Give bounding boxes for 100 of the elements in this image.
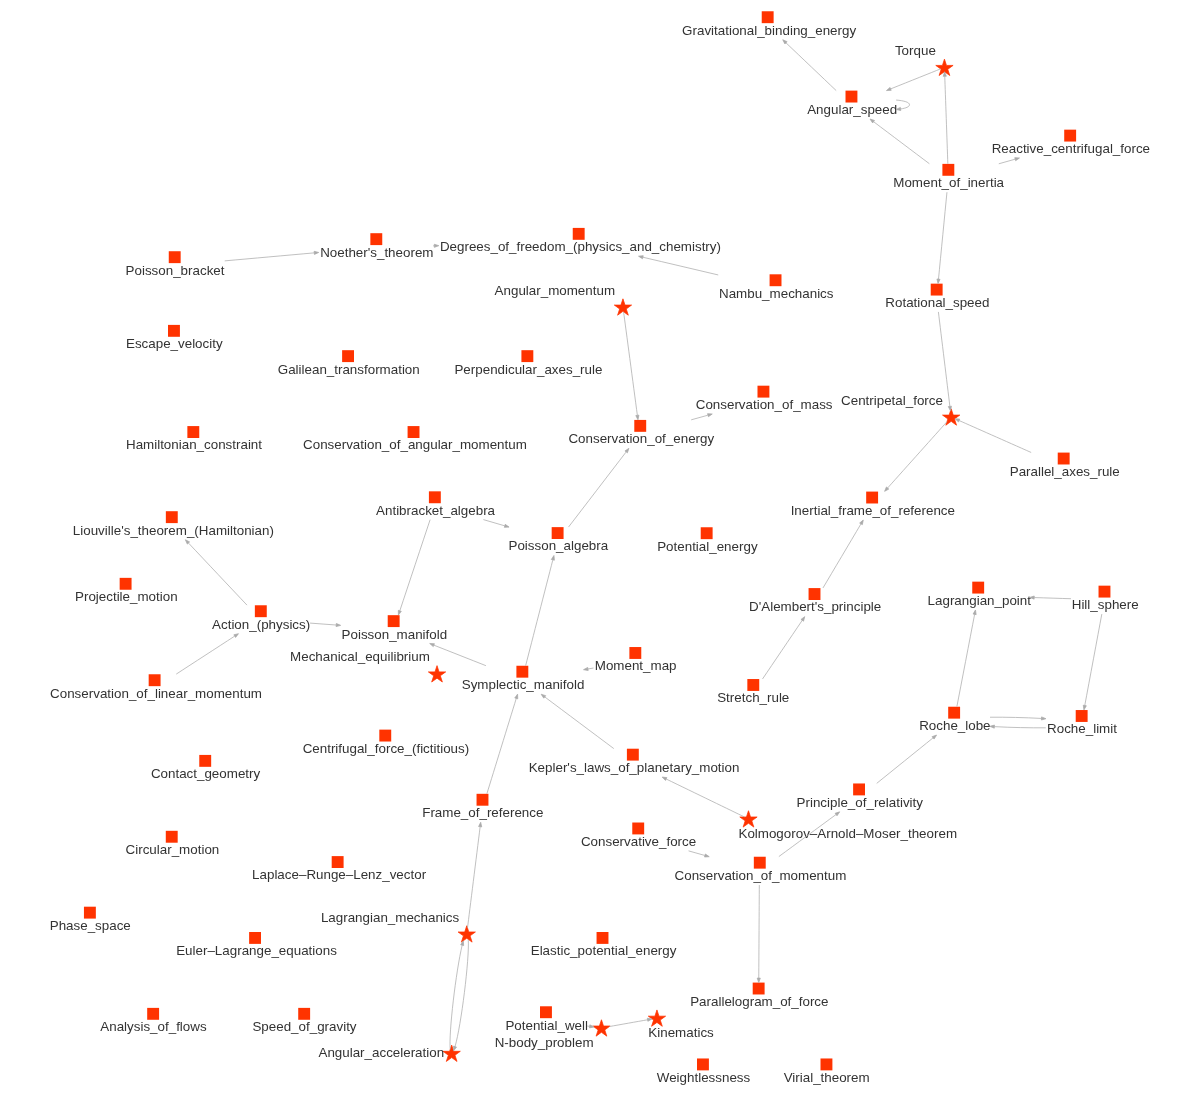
arrow — [568, 448, 630, 528]
node-label: Lagrangian_mechanics — [320, 909, 460, 925]
node-box — [634, 419, 647, 432]
arrow — [886, 68, 941, 91]
node-box — [379, 729, 392, 742]
node-box — [866, 491, 879, 504]
node-label: Conservation_of_angular_momentum — [303, 437, 527, 453]
arrow — [762, 616, 806, 680]
arrow — [432, 243, 440, 248]
node-label: Frame_of_reference — [422, 805, 544, 821]
node-label: Hill_sphere — [1071, 597, 1139, 613]
node-box — [572, 227, 585, 240]
node-label: Conservative_force — [580, 833, 697, 849]
node-box — [148, 674, 161, 687]
node-box — [820, 1058, 833, 1071]
node-label: Phase_space — [49, 918, 131, 934]
node-box — [331, 856, 344, 868]
node-box — [942, 163, 955, 176]
node-box — [370, 233, 383, 246]
node-label: Circular_motion — [125, 842, 220, 858]
node-label: Weightlessness — [656, 1069, 751, 1085]
node-label: Potential_well — [505, 1017, 588, 1033]
node-box — [342, 350, 354, 363]
arrow — [175, 633, 239, 675]
node-box — [387, 615, 400, 628]
node-box — [930, 283, 943, 296]
node-box — [769, 274, 782, 287]
node-box — [119, 577, 132, 590]
node-label: Angular_momentum — [494, 282, 616, 298]
node-label: Inertial_frame_of_reference — [790, 502, 955, 518]
node-box — [808, 588, 821, 600]
node-label: Antibracket_algebra — [376, 502, 496, 518]
arrow — [869, 118, 930, 165]
node-label: Elastic_potential_energy — [530, 943, 677, 959]
node-label: Conservation_of_mass — [695, 397, 833, 413]
node-box — [757, 385, 770, 398]
arrow — [942, 71, 949, 165]
node-box — [626, 748, 639, 761]
node-box — [551, 527, 564, 540]
node-box — [407, 426, 420, 438]
node-label: Action_(physics) — [212, 616, 311, 632]
arrow — [876, 734, 937, 784]
node-label: Parallel_axes_rule — [1009, 463, 1120, 479]
node-box — [697, 1058, 709, 1071]
node-box — [972, 581, 985, 594]
node-label: Euler–Lagrange_equations — [176, 943, 337, 959]
node-label: Conservation_of_linear_momentum — [50, 685, 262, 701]
node-box — [753, 856, 766, 869]
arrow — [623, 311, 640, 421]
node-box — [83, 906, 96, 919]
arrow — [483, 519, 510, 528]
node-box — [521, 350, 534, 363]
node-box — [629, 647, 642, 659]
node-label: Speed_of_gravity — [252, 1019, 357, 1035]
node-box — [853, 783, 866, 796]
node-box — [700, 527, 713, 540]
arrow — [936, 191, 948, 284]
node-label: Parallelogram_of_force — [690, 993, 829, 1009]
node-box — [1098, 585, 1111, 598]
node-label: Kepler's_laws_of_planetary_motion — [528, 760, 740, 776]
node-box — [249, 932, 261, 944]
arrow — [989, 724, 1047, 729]
arrow — [778, 811, 841, 857]
node-label: Centripetal_force — [841, 392, 943, 408]
node-label: Centrifugal_force_(fictitious) — [302, 740, 470, 756]
node-box — [948, 706, 961, 719]
node-box — [632, 822, 645, 835]
arrow — [486, 693, 519, 795]
node-label: Kolmogorov–Arnold–Moser_theorem — [738, 825, 958, 841]
node-box — [298, 1007, 311, 1020]
arrow — [782, 39, 837, 91]
node-label: Poisson_algebra — [508, 538, 609, 554]
node-label: Potential_energy — [657, 538, 758, 554]
node-label: Angular_acceleration — [318, 1045, 445, 1061]
node-label: Kinematics — [648, 1025, 714, 1040]
node-box — [1057, 452, 1070, 465]
node-label: Roche_limit — [1047, 721, 1117, 737]
node-box — [165, 511, 178, 524]
node-box — [428, 491, 441, 504]
node-label: Angular_speed — [807, 101, 898, 117]
node-box — [1075, 710, 1088, 722]
node-label: Liouville's_theorem_(Hamiltonian) — [72, 522, 274, 538]
node-label: Nambu_mechanics — [719, 285, 834, 301]
node-box — [476, 793, 489, 806]
arrow — [989, 716, 1047, 721]
node-box — [516, 665, 529, 678]
node-label: Mechanical_equilibrium — [290, 649, 430, 665]
node-label: D'Alembert's_principle — [749, 599, 882, 615]
node-box — [596, 932, 609, 944]
node-label: Reactive_centrifugal_force — [991, 141, 1151, 157]
arrow — [690, 413, 713, 421]
arrow — [583, 667, 594, 671]
arrow — [309, 622, 342, 627]
node-box — [845, 90, 858, 103]
arrow — [453, 939, 469, 1052]
node-box — [165, 830, 178, 843]
node-box — [168, 324, 180, 337]
node-label: Lagrangian_point — [927, 593, 1031, 609]
arrow — [638, 255, 719, 276]
arrow — [822, 519, 864, 589]
